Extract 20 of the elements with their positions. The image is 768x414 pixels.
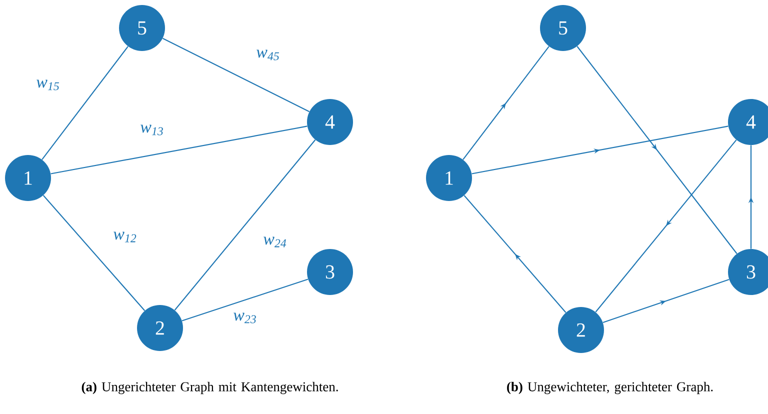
edge-label: w$_{12}$ bbox=[114, 232, 136, 242]
edge-label: w$_{45}$ bbox=[256, 50, 280, 60]
arrow bbox=[602, 278, 730, 324]
edge-line bbox=[50, 126, 308, 174]
edge-label: w$_{23}$ bbox=[234, 312, 256, 324]
edge-line bbox=[162, 38, 310, 112]
edge-line bbox=[42, 195, 146, 311]
arrow bbox=[464, 195, 566, 313]
edge-line bbox=[42, 46, 128, 160]
arrow bbox=[576, 46, 738, 254]
caption: (a) Ungerichteter Graph mit Kantengewichten. bbox=[82, 382, 338, 394]
edge-line bbox=[174, 140, 316, 310]
edge-label: w$_{24}$ bbox=[264, 236, 286, 248]
edge-line bbox=[182, 278, 308, 322]
edge-label: w$_{13}$ bbox=[140, 124, 163, 136]
arrow bbox=[595, 140, 737, 312]
arrow bbox=[462, 46, 550, 160]
arrow bbox=[472, 126, 728, 174]
caption: (b) Ungewichteter, gerichteter Graph. bbox=[507, 382, 713, 394]
edge-label: w$_{15}$ bbox=[36, 80, 60, 90]
